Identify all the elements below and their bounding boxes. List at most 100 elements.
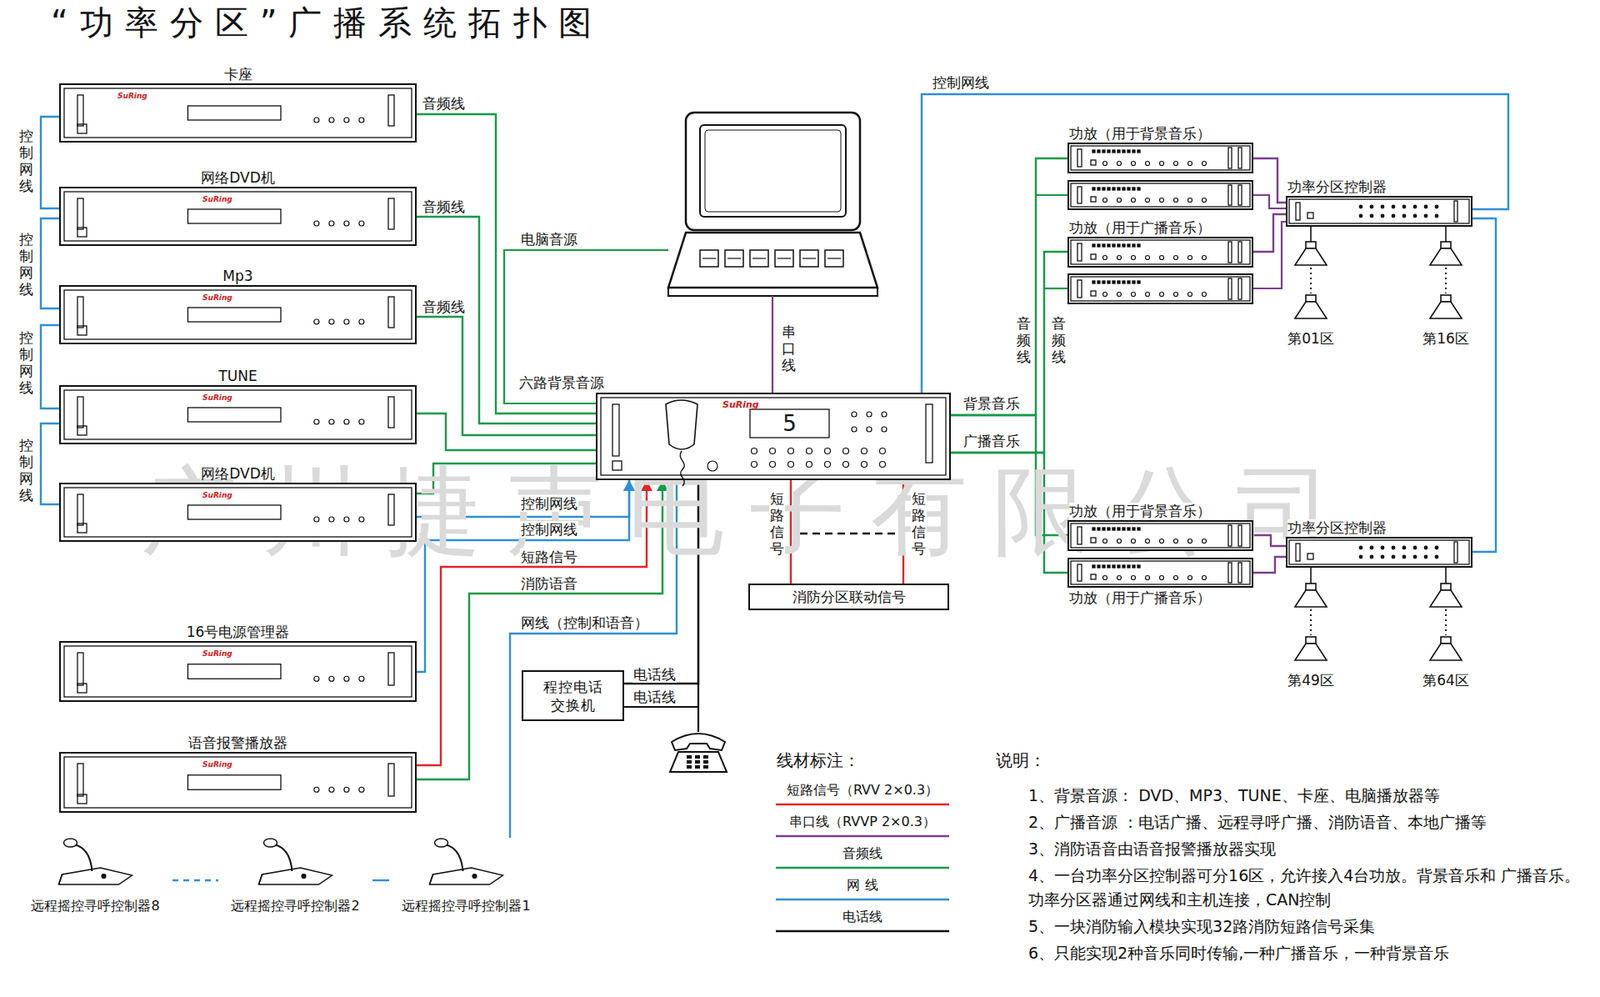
panel-part: [1090, 290, 1096, 296]
panel-part: [1077, 186, 1082, 204]
panel-knob: [359, 319, 365, 325]
panel-part: [1097, 565, 1100, 568]
wire-label: 六路背景音源: [518, 374, 605, 391]
legend-entry: 短路信号（RVV 2×0.3）: [775, 781, 950, 799]
panel-knob: [1103, 161, 1108, 166]
panel-part: [1117, 244, 1120, 247]
panel-part: [1070, 276, 1250, 301]
wire: [1044, 287, 1068, 290]
panel-knob: [301, 874, 306, 879]
panel-knob: [1359, 205, 1363, 209]
speaker-symbol: [1305, 636, 1316, 644]
legend-line-sample: [775, 866, 950, 870]
mic-panel: [18, 835, 173, 888]
panel-knob: [314, 675, 320, 681]
panel-knob: [1370, 545, 1374, 550]
panel-knob: [1131, 575, 1136, 580]
panel-part: [1097, 527, 1100, 530]
legend-line-sample: [775, 930, 950, 933]
key-symbol: [800, 250, 819, 267]
panel-part: [612, 460, 622, 470]
brand-label: SuRing: [117, 91, 148, 100]
panel-knob: [881, 411, 887, 417]
panel-knob: [1188, 575, 1193, 580]
panel-knob: [314, 319, 320, 325]
panel-knob: [806, 461, 813, 468]
panel-part: [1090, 160, 1096, 165]
panel-knob: [1370, 214, 1374, 218]
legend-text: 电话线: [775, 908, 950, 925]
wire-label: 电脑音源: [520, 230, 579, 248]
telephone-key: [703, 760, 709, 764]
amp-panel: [1067, 180, 1254, 210]
monitor-screen: [700, 125, 846, 217]
panel-knob: [359, 516, 365, 522]
panel-part: [1228, 562, 1232, 583]
device-box: Mp3SuRing: [59, 285, 417, 345]
panel-knob: [1380, 555, 1385, 559]
process-box: 消防分区联动信号: [748, 583, 950, 610]
panel-part: [1077, 149, 1082, 167]
node-label: 消防分区联动信号: [792, 587, 906, 606]
connector: [172, 879, 219, 881]
speaker-wire: [1445, 226, 1447, 242]
panel-part: [1127, 565, 1130, 568]
panel-knob: [329, 675, 335, 681]
panel-part: [1122, 565, 1125, 568]
dev-panel: [59, 186, 417, 246]
panel-knob: [359, 786, 365, 792]
diagram-title: “功率分区”广播系统拓扑图: [50, 1, 604, 44]
mic-base: [59, 867, 133, 885]
panel-part: [1117, 565, 1120, 568]
wire-label: 第49区: [1286, 671, 1335, 689]
panel-knob: [881, 426, 887, 432]
panel-part: [1097, 280, 1100, 284]
panel-part: [1092, 187, 1095, 190]
panel-part: [187, 664, 281, 680]
key-mark: [752, 257, 766, 259]
panel-part: [1117, 280, 1120, 284]
panel-knob: [1103, 198, 1108, 203]
panel-part: [77, 523, 87, 533]
device-heading: 功放（用于广播音乐）: [1069, 589, 1211, 606]
panel-part: [77, 763, 84, 796]
device-heading: TUNE: [218, 367, 257, 385]
host-panel: [595, 392, 951, 480]
handset-cord: [680, 450, 685, 486]
key-mark: [802, 257, 816, 259]
device-heading: 卡座: [224, 65, 253, 83]
legend-entry: 网 线: [775, 876, 950, 894]
panel-part: [1295, 202, 1300, 220]
device-box: 语音报警播放器SuRing: [59, 751, 417, 813]
panel-part: [187, 505, 281, 520]
panel-part: [1097, 150, 1100, 153]
panel-knob: [770, 448, 776, 455]
panel-part: [1112, 565, 1115, 568]
dev-panel: [59, 385, 417, 445]
panel-part: [1289, 540, 1470, 565]
mic-head: [435, 838, 449, 847]
panel-knob: [1131, 539, 1136, 544]
panel-knob: [344, 516, 350, 522]
panel-part: [64, 290, 412, 340]
device-box: 功放（用于广播音乐）: [1067, 557, 1254, 588]
panel-part: [750, 409, 830, 438]
connector: [416, 413, 596, 450]
device-box: 功率分区控制器: [1285, 195, 1473, 227]
panel-part: [77, 227, 87, 237]
panel-knob: [1174, 255, 1179, 260]
mic-head: [64, 838, 78, 847]
device-box: 卡座SuRing: [59, 83, 417, 143]
panel-knob: [344, 220, 350, 226]
amplifier-unit: [1067, 180, 1254, 210]
panel-knob: [1202, 161, 1207, 166]
panel-knob: [1131, 292, 1136, 297]
panel-knob: [1117, 161, 1122, 166]
panel-knob: [329, 516, 335, 522]
telephone-key: [686, 755, 692, 759]
connector: [372, 879, 390, 881]
amp-panel: [1067, 142, 1254, 174]
panel-part: [388, 652, 395, 685]
panel-part: [1097, 244, 1100, 247]
monitor-screen: [705, 130, 841, 212]
